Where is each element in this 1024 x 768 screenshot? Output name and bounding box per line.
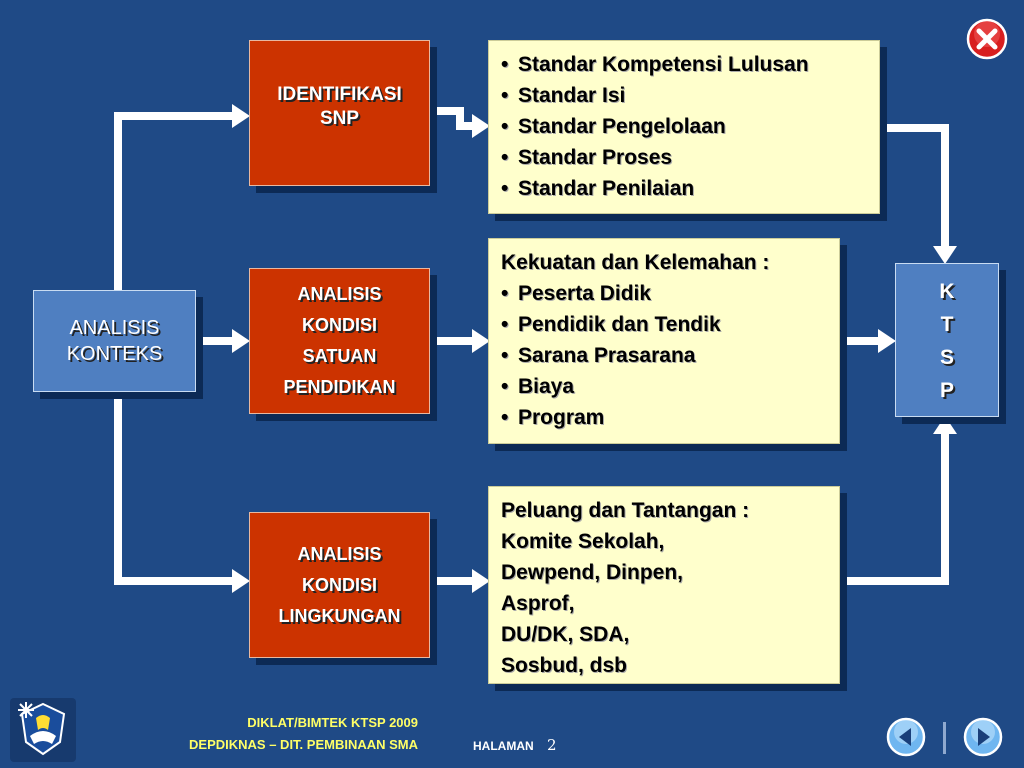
analisis-konteks-line2: KONTEKS	[66, 343, 163, 365]
list-item: Asprof,	[501, 592, 575, 615]
ktsp-letter-p: P	[939, 379, 954, 402]
list-item: Dewpend, Dinpen,	[501, 561, 684, 584]
list-item: DU/DK, SDA,	[501, 623, 630, 646]
analisis-satuan-pendidikan-box: ANALISIS KONDISI SATUAN PENDIDIKAN	[249, 268, 430, 414]
footer-line2: DEPDIKNAS – DIT. PEMBINAAN SMA	[189, 737, 418, 752]
list-item: Sosbud, dsb	[501, 654, 627, 677]
list-item: •Peserta Didik	[501, 282, 652, 305]
identifikasi-snp-box: IDENTIFIKASI SNP	[249, 40, 430, 186]
analisis-konteks-box: ANALISIS KONTEKS	[33, 290, 196, 392]
list-item: Komite Sekolah,	[501, 530, 665, 553]
satuan-line2: KONDISI	[301, 315, 377, 335]
halaman-label: HALAMAN	[473, 739, 534, 753]
previous-slide-button[interactable]	[886, 717, 926, 757]
ktsp-letter-t: T	[940, 313, 954, 336]
list-item: •Pendidik dan Tendik	[501, 313, 721, 336]
peluang-tantangan-panel: Peluang dan Tantangan : Komite Sekolah, …	[488, 486, 840, 684]
kekuatan-kelemahan-panel: Kekuatan dan Kelemahan : •Peserta Didik …	[488, 238, 840, 444]
footer-credits: DIKLAT/BIMTEK KTSP 2009 DEPDIKNAS – DIT.…	[100, 712, 418, 756]
panel-heading: Kekuatan dan Kelemahan :	[501, 251, 770, 274]
page-number: 2	[547, 736, 557, 754]
arrow-left-icon	[886, 717, 926, 757]
close-button[interactable]	[966, 18, 1008, 60]
ministry-logo	[10, 698, 76, 762]
satuan-line1: ANALISIS	[297, 284, 382, 304]
list-item: •Standar Pengelolaan	[501, 115, 726, 138]
satuan-line3: SATUAN	[302, 346, 377, 366]
analisis-konteks-line1: ANALISIS	[69, 317, 160, 339]
identifikasi-snp-line2: SNP	[319, 108, 360, 129]
analisis-lingkungan-box: ANALISIS KONDISI LINGKUNGAN	[249, 512, 430, 658]
lingkungan-line3: LINGKUNGAN	[278, 605, 401, 626]
arrow-right-icon	[963, 717, 1003, 757]
lingkungan-line2: KONDISI	[301, 574, 377, 595]
next-slide-button[interactable]	[963, 717, 1003, 757]
ktsp-letter-s: S	[939, 346, 954, 369]
list-item: •Sarana Prasarana	[501, 344, 696, 367]
panel-heading: Peluang dan Tantangan :	[501, 499, 750, 522]
page-indicator: HALAMAN 2	[473, 736, 557, 754]
snp-standards-panel: •Standar Kompetensi Lulusan •Standar Isi…	[488, 40, 880, 214]
list-item: •Standar Kompetensi Lulusan	[501, 53, 809, 76]
close-icon	[966, 18, 1008, 60]
ktsp-box: K T S P	[895, 263, 999, 417]
list-item: •Standar Proses	[501, 146, 673, 169]
identifikasi-snp-line1: IDENTIFIKASI	[277, 84, 402, 105]
ministry-logo-icon	[18, 702, 66, 756]
list-item: •Biaya	[501, 375, 575, 398]
footer-line1: DIKLAT/BIMTEK KTSP 2009	[247, 715, 418, 730]
ktsp-letter-k: K	[939, 280, 955, 303]
lingkungan-line1: ANALISIS	[297, 543, 382, 564]
list-item: •Program	[501, 406, 605, 429]
nav-divider	[943, 722, 946, 754]
list-item: •Standar Penilaian	[501, 177, 695, 200]
satuan-line4: PENDIDIKAN	[283, 377, 396, 397]
list-item: •Standar Isi	[501, 84, 626, 107]
